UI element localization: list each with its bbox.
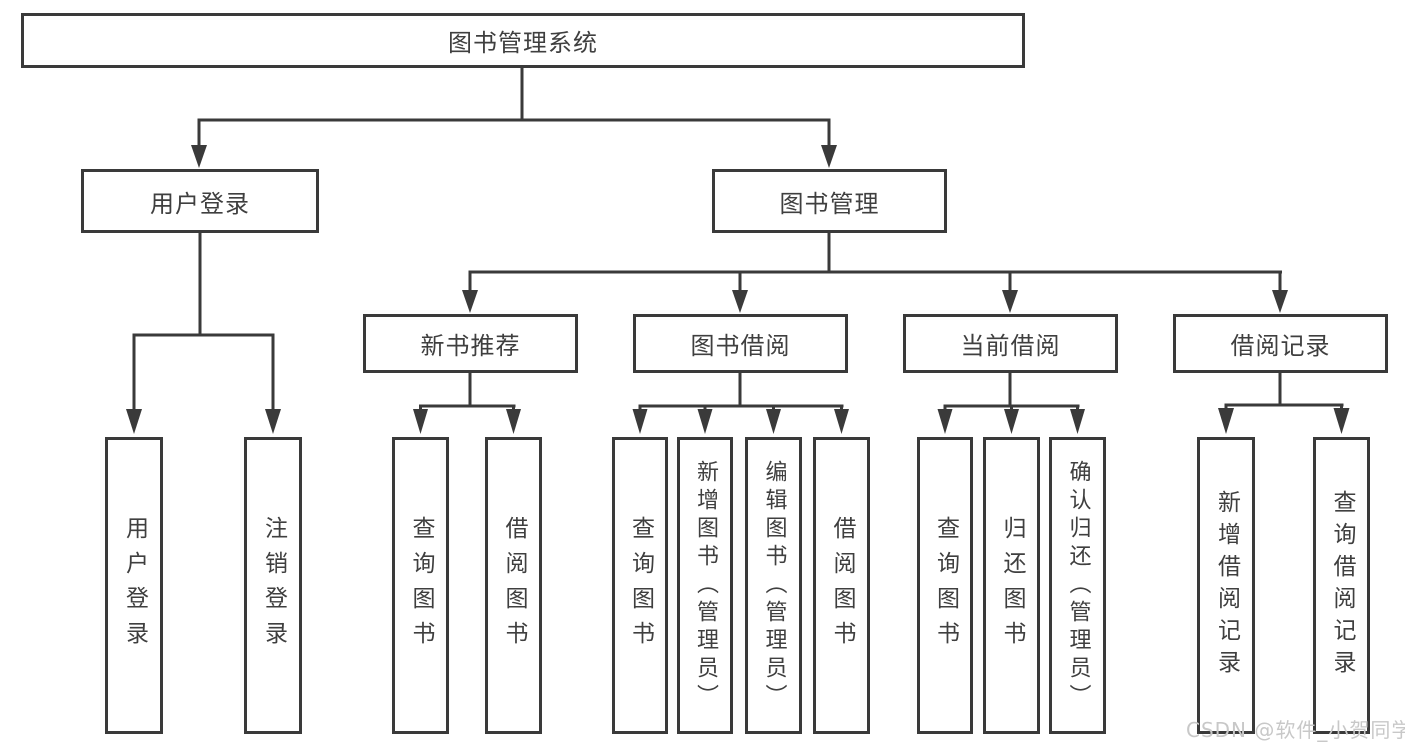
node-current-borrowing: 当前借阅 [903,314,1118,373]
node-library-management-system: 图书管理系统 [21,13,1025,68]
leaf-query-borrow-record: 查询借阅记录 [1313,437,1370,734]
node-new-book-recommend: 新书推荐 [363,314,578,373]
node-book-borrowing: 图书借阅 [633,314,848,373]
node-borrowing-records: 借阅记录 [1173,314,1388,373]
csdn-watermark: CSDN @软件_小贺同学 [1186,718,1405,742]
leaf-add-borrow-record: 新增借阅记录 [1197,437,1255,734]
leaf-query-books-2: 查询图书 [612,437,668,734]
leaf-borrow-books-2: 借阅图书 [813,437,870,734]
leaf-confirm-return-admin: 确认归还（管理员） [1049,437,1106,734]
leaf-add-book-admin: 新增图书（管理员） [677,437,733,734]
leaf-edit-book-admin: 编辑图书（管理员） [745,437,802,734]
leaf-query-books-3: 查询图书 [917,437,973,734]
leaf-user-login: 用户登录 [105,437,163,734]
leaf-borrow-books-1: 借阅图书 [485,437,542,734]
leaf-return-book: 归还图书 [983,437,1040,734]
node-user-login: 用户登录 [81,169,319,233]
arrowhead-icons [126,145,1350,434]
node-book-management: 图书管理 [712,169,947,233]
leaf-logout: 注销登录 [244,437,302,734]
leaf-query-books-1: 查询图书 [392,437,449,734]
